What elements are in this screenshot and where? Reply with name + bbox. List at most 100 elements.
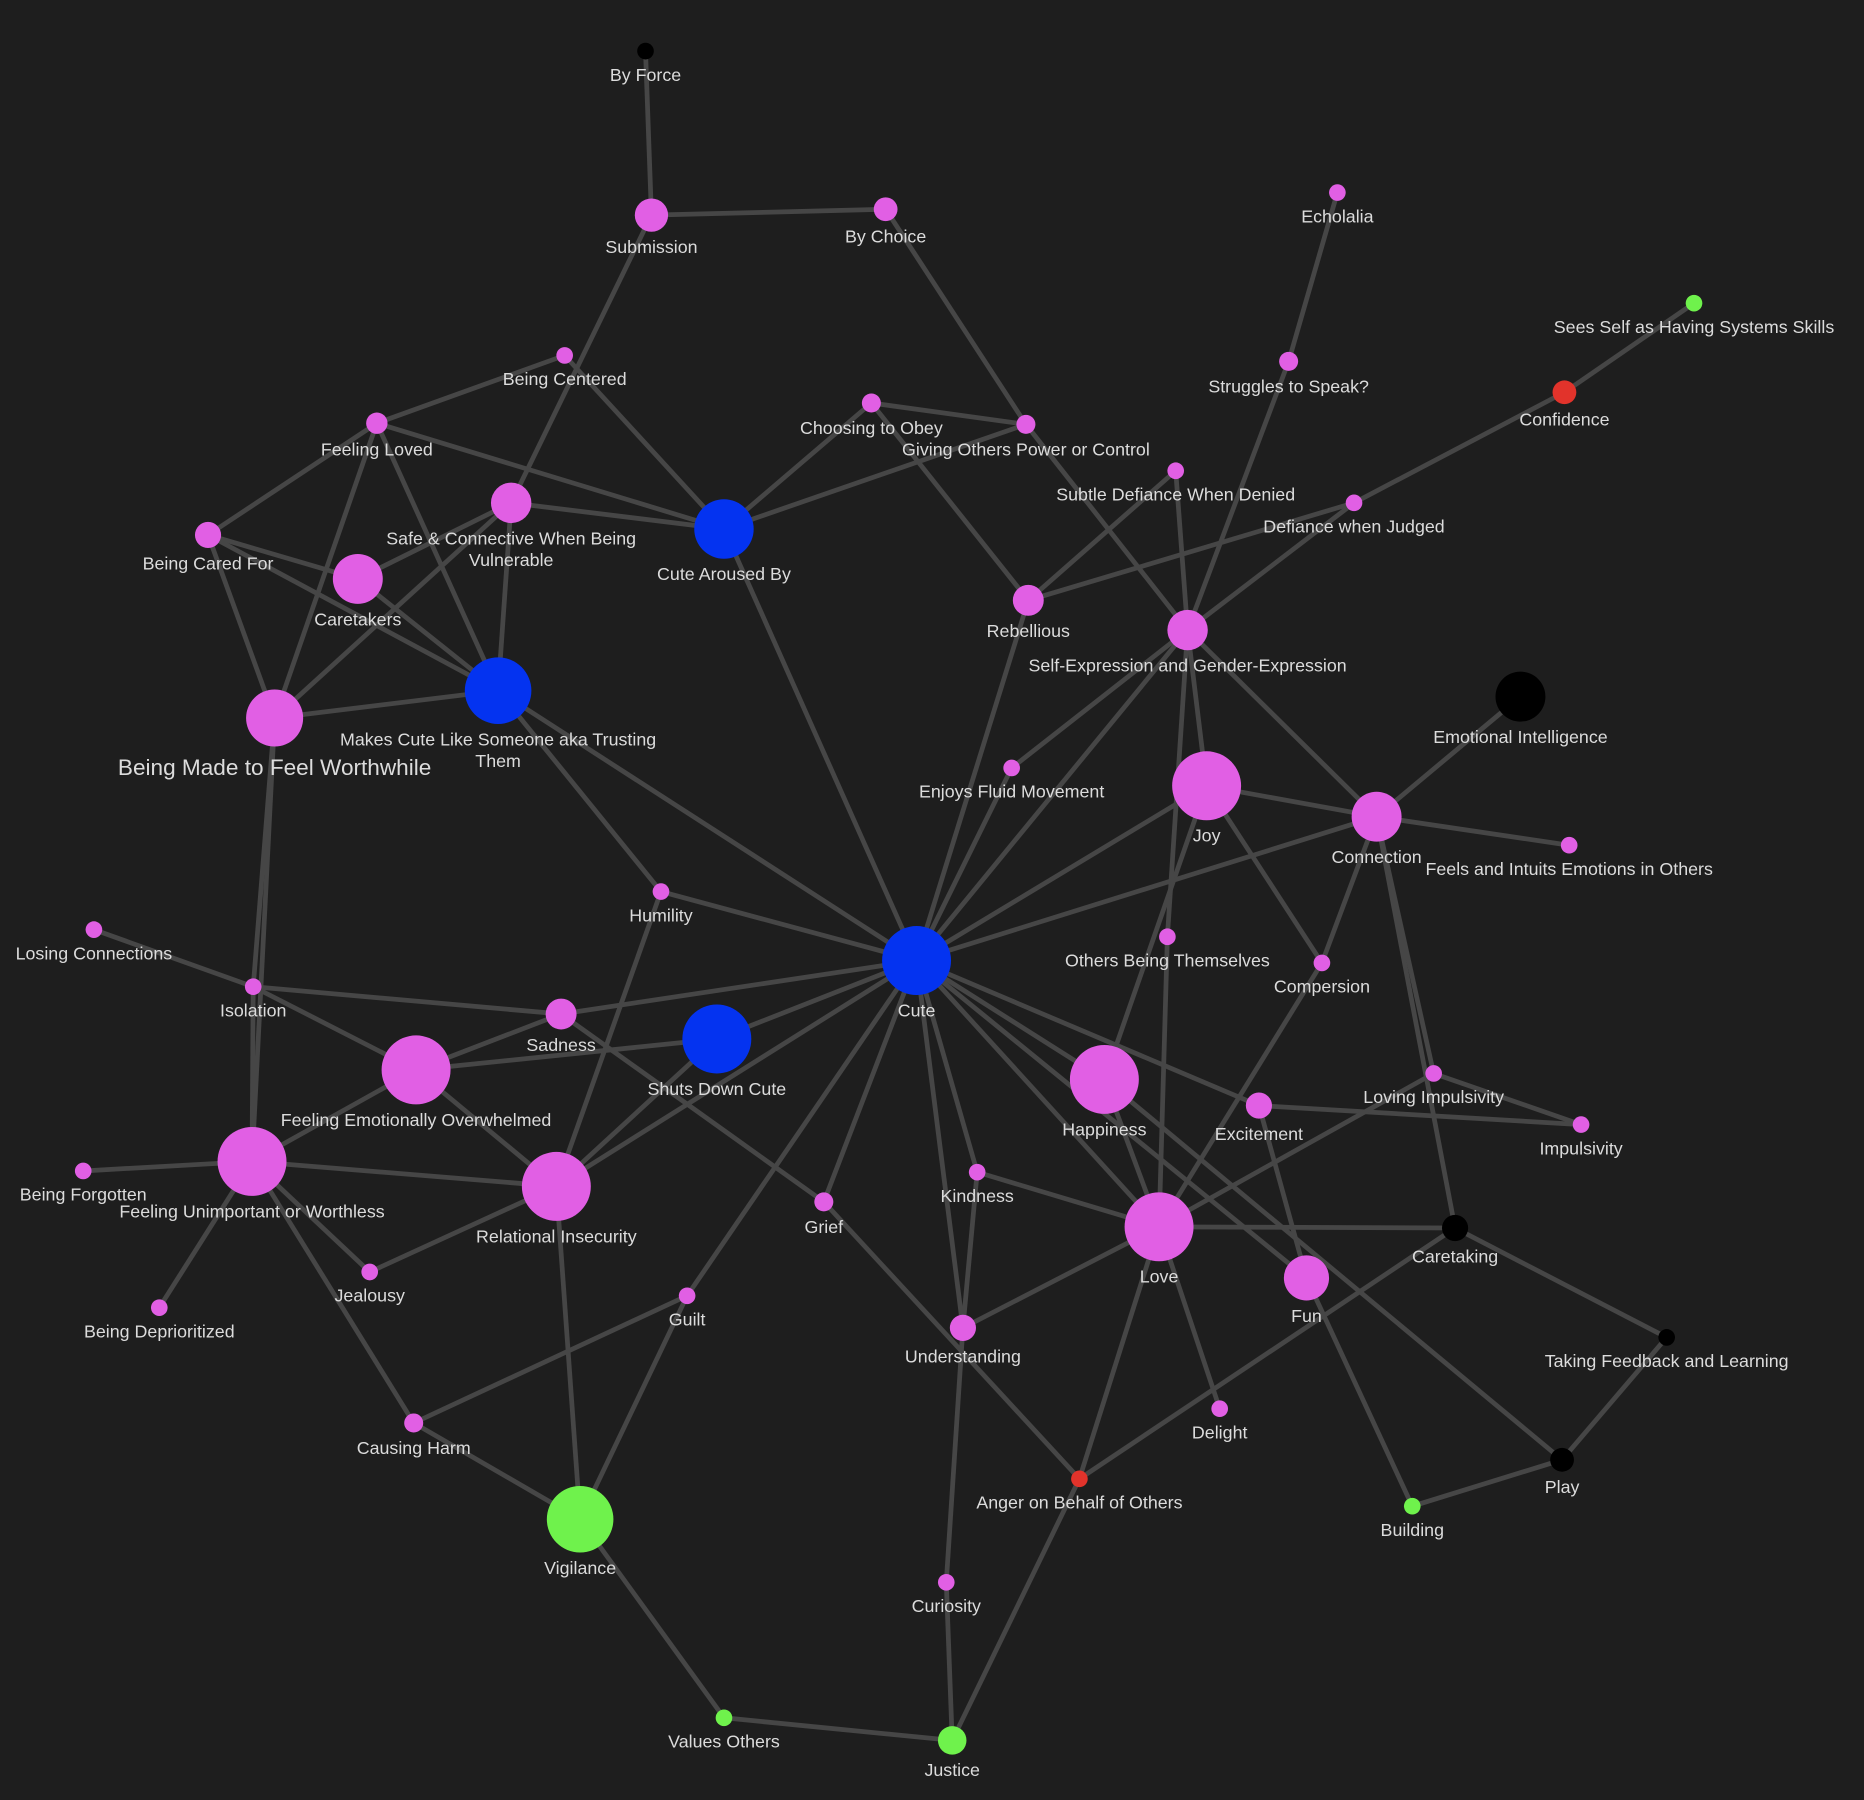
node-loved[interactable]	[366, 412, 388, 434]
node-label-safe[interactable]: Safe & Connective When Being Vulnerable	[386, 529, 637, 571]
node-guilt[interactable]	[678, 1287, 696, 1305]
node-label-impulsivity[interactable]: Impulsivity	[1539, 1138, 1623, 1160]
node-echolalia[interactable]	[1329, 184, 1346, 201]
node-values[interactable]	[715, 1709, 733, 1727]
node-label-fun[interactable]: Fun	[1291, 1306, 1322, 1327]
node-label-insecurity[interactable]: Relational Insecurity	[476, 1226, 637, 1248]
node-label-caredfor[interactable]: Being Cared For	[142, 553, 274, 575]
node-byforce[interactable]	[637, 42, 654, 60]
node-fun[interactable]	[1283, 1255, 1330, 1301]
node-label-anger[interactable]: Anger on Behalf of Others	[976, 1493, 1183, 1514]
node-label-understanding[interactable]: Understanding	[904, 1346, 1021, 1368]
node-struggles[interactable]	[1279, 351, 1299, 371]
node-rebellious[interactable]	[1012, 584, 1044, 616]
node-shutsdown[interactable]	[682, 1004, 752, 1074]
node-label-curiosity[interactable]: Curiosity	[911, 1596, 981, 1617]
node-label-connection[interactable]: Connection	[1331, 847, 1422, 868]
node-label-submission[interactable]: Submission	[605, 237, 698, 258]
node-label-harm[interactable]: Causing Harm	[356, 1438, 471, 1459]
node-grief[interactable]	[814, 1192, 834, 1212]
node-label-confidence[interactable]: Confidence	[1519, 410, 1610, 431]
node-label-guilt[interactable]: Guilt	[668, 1310, 706, 1331]
node-label-grief[interactable]: Grief	[804, 1217, 844, 1238]
node-label-worthwhile[interactable]: Being Made to Feel Worthwhile	[117, 756, 432, 782]
node-love[interactable]	[1124, 1192, 1194, 1262]
node-excitement[interactable]	[1245, 1092, 1272, 1119]
node-worthwhile[interactable]	[246, 689, 304, 747]
node-label-unimportant[interactable]: Feeling Unimportant or Worthless	[119, 1201, 385, 1223]
node-feels[interactable]	[1560, 836, 1578, 854]
node-label-makescute[interactable]: Makes Cute Like Someone aka Trusting The…	[339, 729, 657, 772]
node-others[interactable]	[1159, 928, 1176, 946]
node-safe[interactable]	[490, 482, 532, 524]
node-compersion[interactable]	[1313, 954, 1331, 972]
node-label-kindness[interactable]: Kindness	[940, 1186, 1014, 1207]
node-caredfor[interactable]	[194, 521, 222, 549]
node-label-seesself[interactable]: Sees Self as Having Systems Skills	[1553, 317, 1835, 338]
node-label-loved[interactable]: Feeling Loved	[320, 439, 433, 461]
node-obey[interactable]	[861, 393, 881, 413]
node-caretaking[interactable]	[1441, 1214, 1469, 1242]
node-justice[interactable]	[937, 1726, 967, 1755]
node-happiness[interactable]	[1069, 1044, 1139, 1114]
node-isolation[interactable]	[244, 978, 262, 996]
node-label-compersion[interactable]: Compersion	[1273, 977, 1370, 998]
node-label-excitement[interactable]: Excitement	[1214, 1124, 1304, 1145]
node-label-caretaking[interactable]: Caretaking	[1411, 1247, 1499, 1268]
node-label-deprioritized[interactable]: Being Deprioritized	[83, 1321, 235, 1343]
node-lovimp[interactable]	[1425, 1065, 1442, 1082]
node-forgotten[interactable]	[74, 1162, 92, 1180]
node-label-centered[interactable]: Being Centered	[502, 369, 627, 390]
node-caretakers[interactable]	[332, 553, 383, 604]
node-fluid[interactable]	[1003, 759, 1020, 777]
node-aroused[interactable]	[694, 499, 754, 559]
node-label-play[interactable]: Play	[1544, 1477, 1580, 1498]
node-label-byforce[interactable]: By Force	[609, 65, 682, 86]
node-label-jealousy[interactable]: Jealousy	[334, 1286, 405, 1307]
node-unimportant[interactable]	[217, 1126, 287, 1196]
node-makescute[interactable]	[464, 657, 532, 724]
node-label-love[interactable]: Love	[1139, 1267, 1179, 1288]
node-delight[interactable]	[1211, 1400, 1229, 1418]
node-label-justice[interactable]: Justice	[924, 1760, 980, 1781]
node-feedback[interactable]	[1658, 1329, 1675, 1346]
node-label-vigilance[interactable]: Vigilance	[544, 1558, 617, 1579]
node-label-isolation[interactable]: Isolation	[219, 1000, 287, 1022]
node-centered[interactable]	[556, 347, 573, 364]
node-label-lovimp[interactable]: Loving Impulsivity	[1363, 1087, 1505, 1108]
node-emoint[interactable]	[1495, 671, 1546, 722]
node-selfexpr[interactable]	[1167, 609, 1208, 651]
node-deprioritized[interactable]	[150, 1299, 168, 1316]
node-label-selfexpr[interactable]: Self-Expression and Gender-Expression	[1028, 656, 1347, 677]
node-label-echolalia[interactable]: Echolalia	[1301, 206, 1374, 228]
node-bychoice[interactable]	[873, 197, 898, 222]
node-label-delight[interactable]: Delight	[1191, 1422, 1248, 1444]
node-label-others[interactable]: Others Being Themselves	[1064, 951, 1270, 972]
node-label-forgotten[interactable]: Being Forgotten	[19, 1185, 147, 1206]
node-curiosity[interactable]	[937, 1573, 955, 1591]
node-understanding[interactable]	[949, 1314, 976, 1341]
node-label-cute[interactable]: Cute	[897, 1000, 936, 1022]
node-label-happiness[interactable]: Happiness	[1062, 1119, 1147, 1141]
node-label-humility[interactable]: Humility	[629, 905, 693, 927]
node-label-judged[interactable]: Defiance when Judged	[1263, 517, 1445, 538]
node-label-feedback[interactable]: Taking Feedback and Learning	[1544, 1351, 1789, 1372]
node-judged[interactable]	[1345, 494, 1363, 512]
node-label-joy[interactable]: Joy	[1192, 826, 1221, 847]
node-building[interactable]	[1403, 1497, 1421, 1515]
node-subtle[interactable]	[1167, 462, 1185, 480]
node-vigilance[interactable]	[546, 1485, 614, 1553]
node-anger[interactable]	[1071, 1470, 1088, 1488]
node-sadness[interactable]	[545, 998, 577, 1030]
node-kindness[interactable]	[968, 1163, 986, 1181]
node-connection[interactable]	[1351, 791, 1402, 842]
node-jealousy[interactable]	[361, 1263, 379, 1281]
node-label-aroused[interactable]: Cute Aroused By	[657, 564, 791, 585]
node-label-feels[interactable]: Feels and Intuits Emotions in Others	[1425, 859, 1713, 880]
node-label-giving[interactable]: Giving Others Power or Control	[902, 439, 1150, 461]
node-label-rebellious[interactable]: Rebellious	[986, 621, 1070, 642]
node-play[interactable]	[1550, 1447, 1574, 1472]
node-label-losing[interactable]: Losing Connections	[15, 943, 173, 965]
